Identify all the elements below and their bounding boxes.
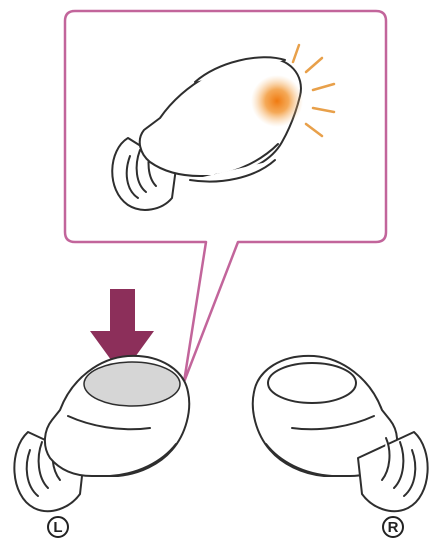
led-glow-icon [251,75,303,127]
left-marker: L [48,517,68,537]
touch-sensor-area [84,362,180,406]
right-earbud [253,356,428,511]
right-marker: R [383,517,403,537]
right-label: R [388,519,399,536]
left-label: L [53,519,62,536]
